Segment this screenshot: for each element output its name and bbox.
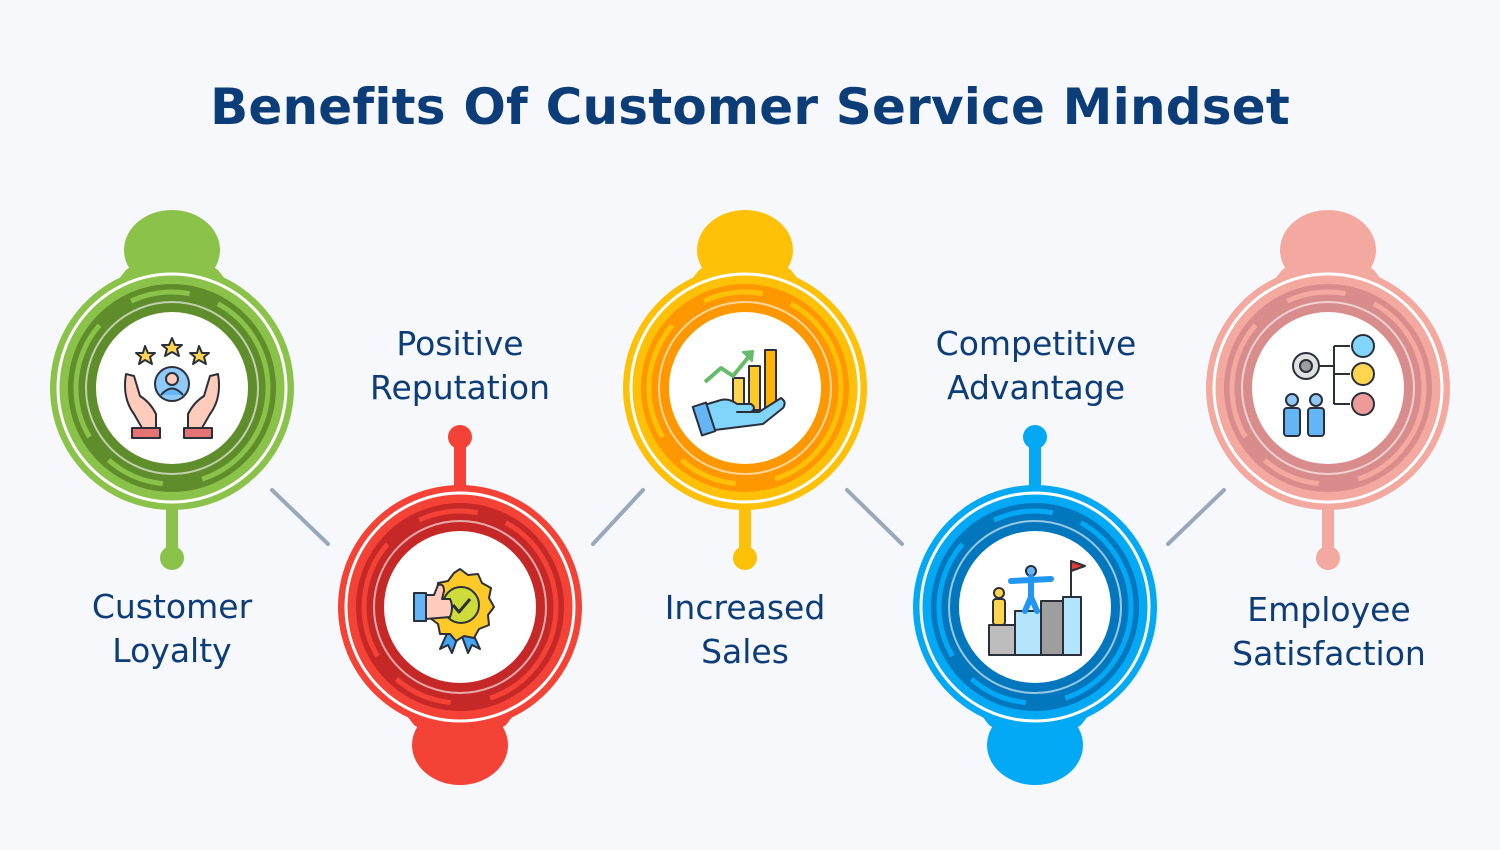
ring-stem (166, 498, 178, 558)
label-line-2: Sales (701, 632, 789, 671)
ring-inner-stroke (948, 520, 1122, 694)
ring-center (1252, 312, 1404, 464)
ring-inner-stroke (1241, 301, 1415, 475)
label-line-1: Increased (664, 588, 826, 627)
label-line-2: Satisfaction (1232, 634, 1426, 673)
ring-stem (1029, 437, 1041, 497)
podium-flag-icon (988, 560, 1086, 656)
label-line-1: Employee (1247, 590, 1411, 629)
connector-3 (845, 488, 904, 546)
label-competitive-advantage: Competitive Advantage (876, 322, 1196, 410)
label-line-1: Positive (396, 324, 524, 363)
ring-stem (454, 437, 466, 497)
ring-inner-stroke (658, 301, 832, 475)
label-line-1: Customer (91, 587, 253, 626)
ring-inner-stroke (85, 301, 259, 475)
ring-tab-small (1316, 546, 1340, 570)
label-employee-satisfaction: Employee Satisfaction (1169, 588, 1489, 676)
ring-white-stroke (56, 272, 288, 504)
connector-1 (270, 488, 330, 546)
ring-tab-small (448, 425, 472, 449)
ring-white-stroke (344, 491, 576, 723)
label-customer-loyalty: Customer Loyalty (12, 585, 332, 673)
hand-growth-chart-icon (691, 349, 786, 437)
label-line-2: Advantage (946, 368, 1126, 407)
ring-arc (73, 289, 271, 487)
ring-stem (1322, 498, 1334, 558)
ring-tab-small (160, 546, 184, 570)
ring-arc (646, 289, 844, 487)
ring-stem (739, 498, 751, 558)
ring-arc (361, 508, 559, 706)
ring-arc (936, 508, 1134, 706)
thumb-badge-icon (413, 568, 495, 654)
label-line-1: Competitive (935, 324, 1137, 363)
ring-white-stroke (629, 272, 861, 504)
label-line-2: Loyalty (112, 631, 232, 670)
label-positive-reputation: Positive Reputation (300, 322, 620, 410)
connector-2 (591, 488, 645, 546)
label-increased-sales: Increased Sales (585, 586, 905, 674)
ring-white-stroke (1212, 272, 1444, 504)
ring-tab-small (733, 546, 757, 570)
page-title: Benefits Of Customer Service Mindset (210, 78, 1290, 136)
connector-4 (1166, 488, 1226, 546)
node-employee-satisfaction (1206, 210, 1450, 570)
ring-inner-stroke (373, 520, 547, 694)
ring-arc (1229, 289, 1427, 487)
hands-stars-user-icon (124, 337, 220, 439)
team-feedback-icon (1283, 334, 1375, 437)
ring-white-stroke (919, 491, 1151, 723)
ring-tab-small (1023, 425, 1047, 449)
label-line-2: Reputation (370, 368, 550, 407)
